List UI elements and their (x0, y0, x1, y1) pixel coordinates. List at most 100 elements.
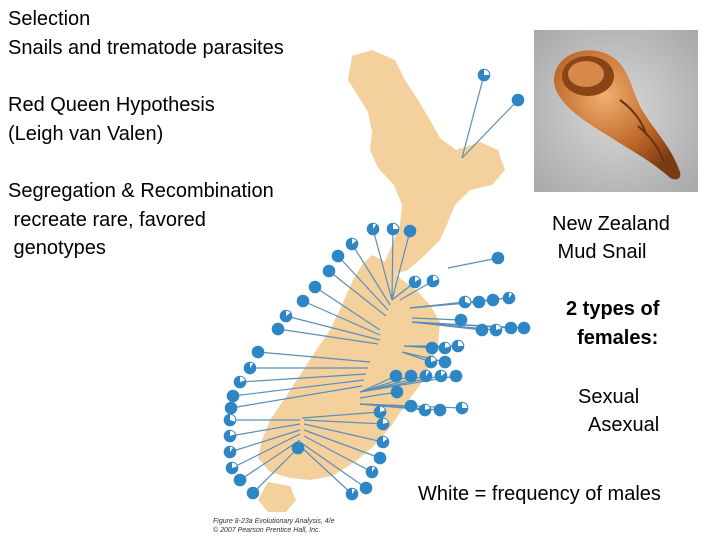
site-spoke (303, 423, 384, 443)
marker-circle (504, 321, 518, 335)
male-frequency-wedge (465, 296, 471, 304)
male-frequency-wedge (393, 223, 399, 229)
population-marker (389, 369, 403, 383)
population-marker (426, 274, 440, 288)
population-marker (359, 481, 373, 495)
marker-circle (475, 323, 489, 337)
marker-circle (224, 401, 238, 415)
population-marker (345, 487, 359, 501)
marker-circle (251, 345, 265, 359)
site-spoke (399, 280, 434, 301)
marker-circle (404, 399, 418, 413)
population-marker (424, 355, 438, 369)
site-spoke (239, 373, 367, 383)
population-marker (438, 355, 452, 369)
population-marker (223, 413, 237, 427)
population-marker (271, 322, 285, 336)
marker-circle (322, 264, 336, 278)
population-marker (418, 403, 432, 417)
marker-circle (390, 385, 404, 399)
population-marker (322, 264, 336, 278)
site-spoke (229, 429, 301, 453)
population-marker (502, 291, 516, 305)
population-marker (225, 461, 239, 475)
type-asexual: Asexual (578, 414, 660, 436)
population-marker (373, 451, 387, 465)
population-marker (408, 275, 422, 289)
population-marker (434, 369, 448, 383)
population-marker (390, 385, 404, 399)
population-marker (475, 323, 489, 337)
site-spoke (277, 328, 379, 345)
site-spoke (401, 351, 446, 363)
population-marker (296, 294, 310, 308)
population-marker (331, 249, 345, 263)
marker-circle (438, 355, 452, 369)
male-frequency-wedge (445, 342, 451, 348)
heading-line-2: Snails and trematode parasites (8, 37, 284, 59)
marker-circle (296, 294, 310, 308)
marker-circle (271, 322, 285, 336)
marker-circle (389, 369, 403, 383)
north-island (348, 50, 505, 275)
site-spoke (299, 441, 367, 489)
females-line-1: 2 types of (566, 298, 660, 320)
marker-circle (403, 224, 417, 238)
marker-circle (425, 341, 439, 355)
legend-text: White = frequency of males (418, 483, 661, 505)
site-spoke (337, 255, 389, 311)
marker-circle (226, 389, 240, 403)
marker-circle (472, 295, 486, 309)
male-frequency-wedge (433, 275, 439, 281)
site-spoke (252, 445, 301, 494)
marker-circle (454, 313, 468, 327)
site-spoke (302, 300, 381, 336)
male-frequency-wedge (383, 436, 388, 442)
male-frequency-wedge (431, 356, 437, 362)
male-frequency-wedge (415, 276, 420, 282)
population-marker (458, 295, 472, 309)
population-marker (491, 251, 505, 265)
male-frequency-wedge (425, 404, 431, 410)
marker-circle (331, 249, 345, 263)
site-spoke (391, 228, 394, 301)
population-marker (486, 293, 500, 307)
marker-circle (486, 293, 500, 307)
population-marker (365, 465, 379, 479)
population-marker (419, 369, 433, 383)
male-frequency-wedge (484, 69, 490, 75)
heading-line-1: Selection (8, 8, 91, 30)
male-frequency-wedge (230, 430, 236, 436)
site-spoke (232, 379, 365, 397)
marker-circle (308, 280, 322, 294)
population-marker (373, 405, 387, 419)
male-frequency-wedge (232, 462, 238, 468)
population-marker (279, 309, 293, 323)
hypothesis-line-1: Red Queen Hypothesis (8, 94, 215, 116)
site-spoke (314, 286, 381, 331)
population-marker (433, 403, 447, 417)
population-marker (246, 486, 260, 500)
male-frequency-wedge (372, 466, 376, 472)
male-frequency-wedge (458, 340, 464, 346)
site-spoke (447, 257, 499, 269)
male-frequency-wedge (509, 292, 513, 298)
figure-caption: Figure 8-23a Evolutionary Analysis, 4/e … (213, 517, 335, 535)
male-frequency-wedge (230, 414, 236, 422)
site-spoke (359, 375, 397, 393)
marker-circle (373, 451, 387, 465)
marker-circle (517, 321, 531, 335)
population-marker (472, 295, 486, 309)
site-spoke (461, 74, 485, 159)
population-marker (425, 341, 439, 355)
site-spoke (303, 435, 373, 473)
site-spoke (303, 429, 381, 459)
figure-caption-line-2: © 2007 Pearson Prentice Hall, Inc. (213, 527, 321, 534)
male-frequency-wedge (496, 324, 502, 330)
site-spoke (328, 270, 387, 317)
population-marker (223, 429, 237, 443)
population-marker (455, 401, 469, 415)
mechanism-line-3: genotypes (8, 237, 106, 259)
site-spoke (303, 419, 384, 425)
mechanism-line-2: recreate rare, favored (8, 209, 206, 231)
